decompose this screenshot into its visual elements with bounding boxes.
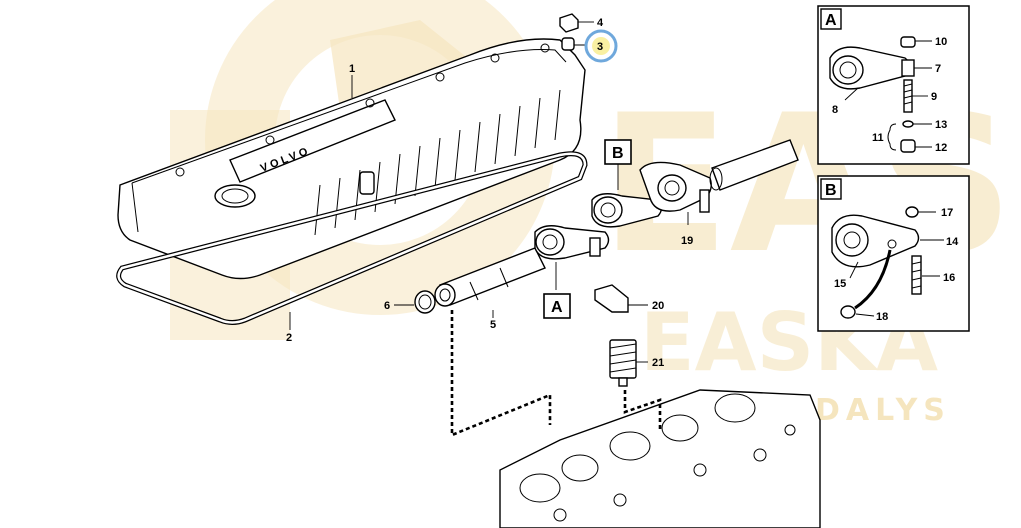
view-label-a: A [825,12,837,29]
callout-8: 8 [832,104,838,116]
callout-3-highlight: 3 [584,29,618,63]
detail-panel-b: B 17 14 16 18 15 [817,175,970,332]
cover-gasket [116,151,588,325]
assembly-lines [450,310,662,437]
callout-21: 21 [652,357,664,369]
valve-cover: VOLVO [117,38,586,280]
view-label-b: B [825,182,837,199]
o-ring [414,290,436,314]
detail-panel-a: A 10 7 9 13 12 8 11 [817,5,970,165]
rocker-shaft [434,247,546,307]
callout-12: 12 [935,142,947,154]
cylinder-head [499,389,821,528]
callout-5: 5 [490,319,496,331]
rocker-arm-b [591,193,663,228]
view-box-a-main: A [543,293,571,319]
rocker-shaft-end [709,139,799,191]
callout-16: 16 [943,272,955,284]
cover-nut [559,13,579,33]
svg-text:B: B [612,145,624,162]
valve-spring [609,339,637,387]
callout-9: 9 [931,91,937,103]
valve-bridge [594,284,629,313]
callout-19: 19 [681,235,693,247]
callout-3: 3 [597,41,603,53]
callout-1: 1 [349,63,355,75]
leader-lines [289,21,689,363]
callout-2: 2 [286,332,292,344]
callout-7: 7 [935,63,941,75]
view-box-b-main: B [604,139,632,165]
callout-6: 6 [384,300,390,312]
svg-text:A: A [551,299,563,316]
rocker-arm-a [534,225,610,260]
callout-20: 20 [652,300,664,312]
rocker-arm-19 [639,161,712,213]
callout-14: 14 [946,236,959,248]
callouts-main: 1 2 4 5 6 19 20 21 [286,17,693,369]
callout-13: 13 [935,119,947,131]
callout-11: 11 [872,132,884,144]
callout-4: 4 [597,17,604,29]
callout-10: 10 [935,36,947,48]
callout-17: 17 [941,207,953,219]
watermark-subtitle: DALYS [815,393,951,428]
cover-sleeve [561,37,575,51]
callout-18: 18 [876,311,888,323]
callout-15: 15 [834,278,846,290]
